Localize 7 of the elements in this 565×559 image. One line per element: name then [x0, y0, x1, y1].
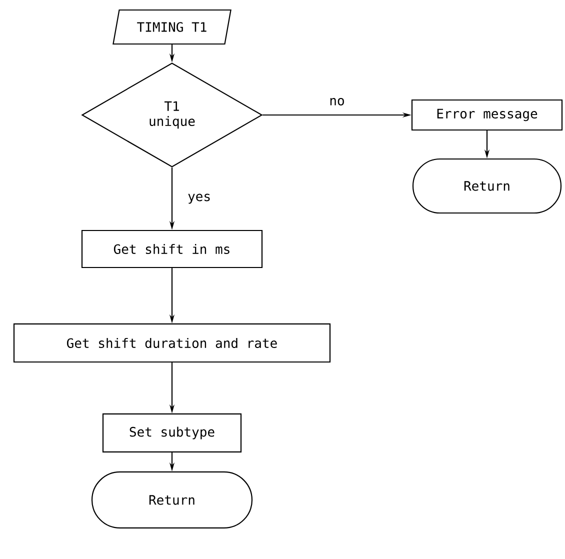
- process-box: Set subtype: [102, 413, 242, 453]
- edge-label: no: [330, 98, 344, 106]
- process-box: Error message: [411, 99, 563, 131]
- process-box: Get shift duration and rate: [13, 323, 331, 363]
- edge-label: yes: [188, 194, 210, 204]
- input-parallelogram: TIMING T1: [112, 9, 232, 45]
- process-box: Get shift in ms: [81, 230, 263, 268]
